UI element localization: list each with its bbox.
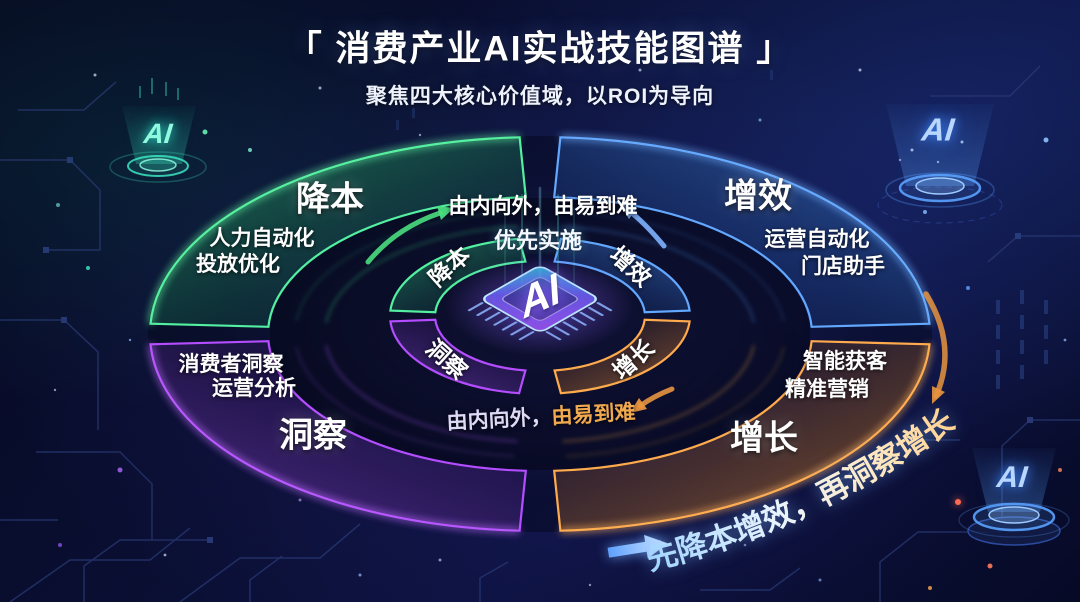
guide-arrow-efficiency [620, 204, 667, 249]
item-cost-1: 人力自动化 [209, 227, 315, 250]
star-dots [53, 68, 1067, 587]
guide-bottom-part2: 由易到难 [550, 401, 637, 429]
hologram-ai-bottom-right: AI [995, 461, 1029, 494]
item-insight-2: 运营分析 [212, 377, 296, 400]
hologram-ai-top-right: AI [920, 111, 956, 148]
inner-ring-cost [389, 237, 527, 314]
item-growth-1: 智能获客 [803, 350, 887, 373]
hologram-top-left [109, 78, 207, 183]
streak-arcs [295, 210, 785, 458]
quadrant-label-growth: 增长 [730, 419, 798, 458]
item-cost-2: 投放优化 [196, 253, 280, 276]
quadrant-label-efficiency: 增效 [724, 177, 792, 216]
hologram-top-right [877, 104, 1003, 224]
guide-text-top: 由内向外，由易到难 [448, 195, 638, 218]
item-growth-2: 精准营销 [785, 378, 869, 401]
priority-text: 优先实施 [493, 228, 583, 253]
dash-columns [396, 70, 1048, 389]
outer-quadrant-bands [149, 136, 931, 532]
inner-ring-growth [553, 318, 691, 395]
circuit-traces [0, 65, 1080, 602]
ai-chip [467, 266, 613, 341]
page-title: 「 消费产业AI实战技能图谱 」 [286, 29, 794, 69]
guide-arrow-growth [630, 386, 675, 413]
quadrant-label-cost: 降本 [296, 180, 364, 219]
inner-ring-insight [389, 318, 527, 395]
hologram-bottom-right [928, 448, 1070, 590]
cycle-arrow-right [923, 291, 948, 404]
guide-arrow-cost [365, 206, 454, 265]
guide-bottom-part1: 由内向外， [446, 405, 553, 434]
flow-arrow-icon [607, 534, 668, 559]
quadrant-label-insight: 洞察 [279, 416, 347, 455]
item-insight-1: 消费者洞察 [178, 353, 284, 376]
item-efficiency-2: 门店助手 [801, 255, 885, 278]
item-efficiency-1: 运营自动化 [764, 228, 870, 251]
hologram-ai-top-left: AI [142, 118, 174, 149]
page-subtitle: 聚焦四大核心价值域，以ROI为导向 [365, 85, 715, 108]
outer-rims [148, 135, 932, 533]
